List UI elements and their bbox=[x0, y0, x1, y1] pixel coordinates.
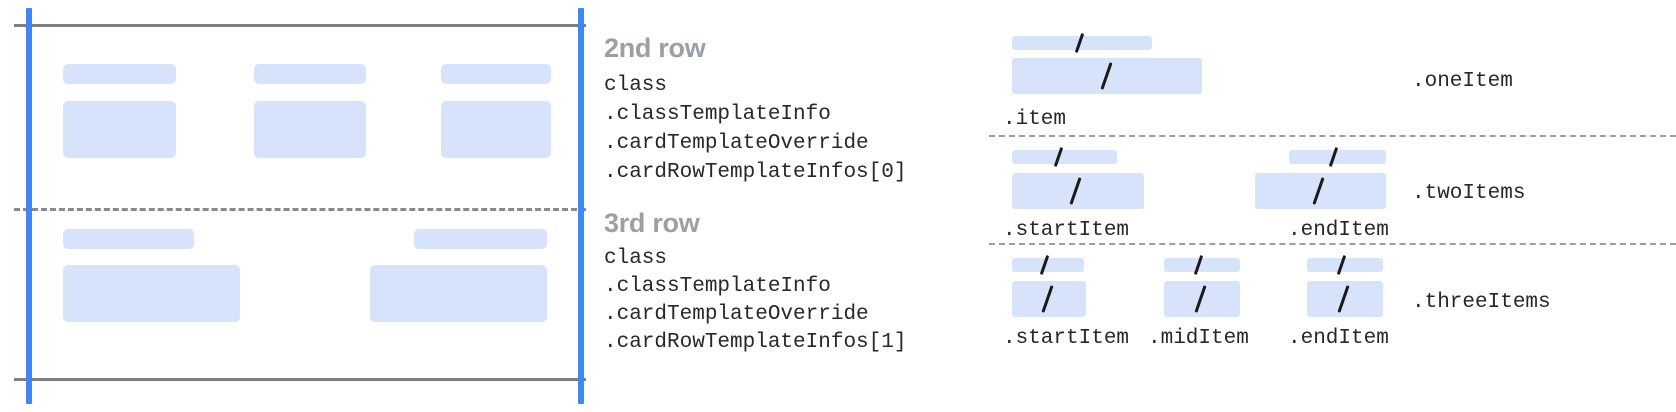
item-label-bar bbox=[1012, 36, 1152, 50]
item-layout-name: .oneItem bbox=[1412, 70, 1513, 93]
right-edge-guide bbox=[578, 8, 584, 404]
item-name-label: .midItem bbox=[1148, 327, 1249, 350]
item-name-label: .endItem bbox=[1288, 327, 1389, 350]
annotation-code-line: .cardRowTemplateInfos[0] bbox=[604, 161, 907, 184]
item-name-label: .endItem bbox=[1288, 219, 1389, 242]
annotation-code-line: .classTemplateInfo bbox=[604, 275, 831, 298]
cell-content-bar bbox=[441, 101, 551, 158]
annotation-code-line: .cardRowTemplateInfos[1] bbox=[604, 331, 907, 354]
item-label-bar bbox=[1012, 150, 1117, 164]
annotation-code-line: .cardTemplateOverride bbox=[604, 303, 869, 326]
annotation-title: 2nd row bbox=[604, 33, 706, 63]
left-edge-guide bbox=[26, 8, 32, 404]
row-boundary-bottom bbox=[14, 378, 586, 381]
row-boundary-top bbox=[14, 24, 586, 27]
item-name-label: .startItem bbox=[1003, 219, 1130, 242]
annotation-code-line: class bbox=[604, 74, 668, 97]
annotation-code-line: class bbox=[604, 247, 668, 270]
cell-label-bar bbox=[63, 229, 194, 249]
item-label-bar bbox=[1289, 150, 1386, 164]
cell-content-bar bbox=[63, 101, 176, 158]
layout-separator bbox=[989, 135, 1676, 137]
item-layout-name: .twoItems bbox=[1412, 182, 1526, 205]
annotation-code-line: .cardTemplateOverride bbox=[604, 132, 869, 155]
annotation-code-line: .classTemplateInfo bbox=[604, 103, 831, 126]
item-label-bar bbox=[1307, 258, 1383, 272]
item-label-bar bbox=[1164, 258, 1240, 272]
cell-content-bar bbox=[370, 265, 547, 322]
item-name-label: .startItem bbox=[1003, 327, 1130, 350]
cell-label-bar bbox=[254, 64, 366, 84]
cell-label-bar bbox=[414, 229, 547, 249]
cell-label-bar bbox=[441, 64, 551, 84]
layout-separator bbox=[989, 243, 1676, 245]
cell-content-bar bbox=[63, 265, 240, 322]
annotation-title: 3rd row bbox=[604, 208, 700, 238]
cell-label-bar bbox=[63, 64, 176, 84]
row-boundary-middle bbox=[14, 208, 586, 211]
item-name-label: .item bbox=[1003, 108, 1067, 131]
item-layout-name: .threeItems bbox=[1412, 291, 1551, 314]
item-label-bar bbox=[1012, 258, 1084, 272]
cell-content-bar bbox=[254, 101, 366, 158]
